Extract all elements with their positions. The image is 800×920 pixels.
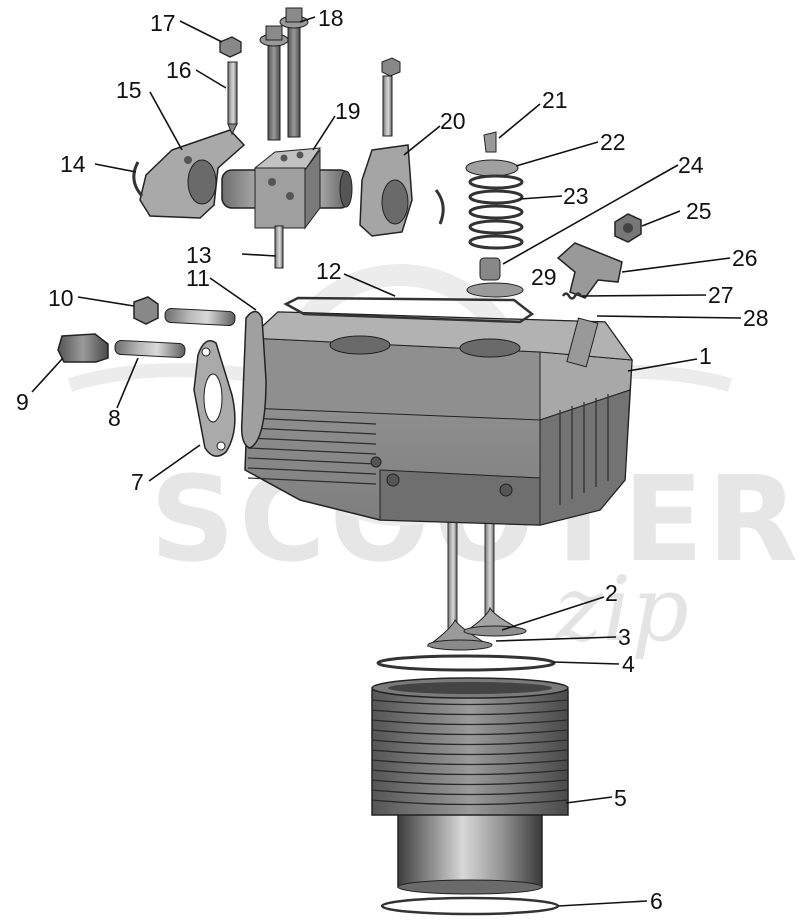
part-24-valve-seal [479, 257, 501, 281]
callout-11: 11 [186, 265, 210, 291]
part-5-cylinder-liner [371, 677, 569, 895]
part-4-gasket [376, 654, 556, 672]
callout-27: 27 [708, 282, 734, 308]
callout-14: 14 [60, 151, 86, 177]
part-22-spring-retainer [465, 159, 519, 177]
part-19-rocker-shaft-block [221, 147, 353, 269]
callout-12: 12 [316, 258, 342, 284]
part-17-nut [219, 36, 242, 58]
callout-9: 9 [16, 389, 29, 415]
callout-21: 21 [542, 87, 568, 113]
callout-29: 29 [531, 264, 557, 290]
callout-4: 4 [622, 651, 635, 677]
part-11-plate [240, 310, 267, 449]
part-6-oring [380, 896, 560, 916]
callout-23: 23 [563, 183, 589, 209]
part-23-valve-spring [468, 174, 524, 250]
part-27-small-spring [561, 292, 583, 300]
part-8-studs [114, 307, 236, 359]
callout-1: 1 [699, 343, 712, 369]
part-1-cylinder-head [244, 311, 634, 526]
callout-13: 13 [186, 242, 212, 268]
callout-5: 5 [614, 785, 627, 811]
callout-24: 24 [678, 152, 704, 178]
part-26-bracket [556, 242, 623, 299]
part-18-bolts [259, 7, 309, 141]
part-2-3-valves [426, 519, 527, 651]
part-16-adjuster-screw [227, 61, 238, 136]
callout-18: 18 [318, 5, 344, 31]
part-29-spring-seat [466, 282, 524, 298]
callout-3: 3 [618, 624, 631, 650]
callout-16: 16 [166, 57, 192, 83]
leader-lines [31, 16, 742, 907]
part-12-head-cover-gasket [283, 296, 535, 324]
watermark-script: zip [554, 557, 689, 662]
callout-6: 6 [650, 888, 663, 914]
callout-15: 15 [116, 77, 142, 103]
part-9-coupling-nut [57, 333, 109, 363]
part-13-shaft-pin [274, 225, 284, 269]
callout-28: 28 [743, 305, 769, 331]
part-20-rocker-arm [359, 57, 413, 237]
callout-10: 10 [48, 285, 74, 311]
callout-7: 7 [131, 469, 144, 495]
part-20-circlip [434, 189, 445, 225]
part-25-nut [614, 213, 642, 243]
part-21-valve-keeper [483, 131, 497, 153]
callout-20: 20 [440, 108, 466, 134]
callout-25: 25 [686, 198, 712, 224]
callout-22: 22 [600, 129, 626, 155]
part-14-circlip [132, 161, 144, 197]
part-15-rocker-arm [139, 129, 246, 219]
part-10-nut [133, 296, 159, 325]
callout-19: 19 [335, 98, 361, 124]
callout-2: 2 [605, 580, 618, 606]
callout-26: 26 [732, 245, 758, 271]
callout-17: 17 [150, 10, 176, 36]
callout-8: 8 [108, 405, 121, 431]
callout-labels: 17 18 16 15 14 19 20 21 22 23 24 25 26 2… [16, 5, 769, 914]
part-7-manifold-gasket [193, 340, 236, 457]
